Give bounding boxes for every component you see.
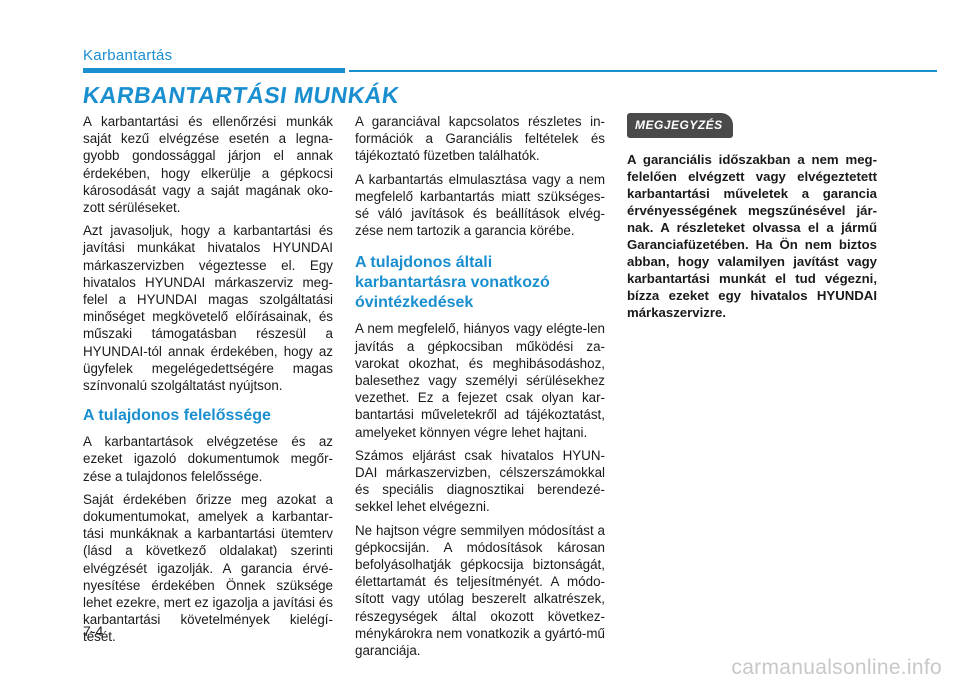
paragraph: A garanciával kapcsolatos részletes in-f… — [355, 114, 605, 164]
paragraph: Ne hajtson végre semmilyen módosítást a … — [355, 522, 605, 659]
header-rule-thin — [349, 70, 937, 72]
note-text: A garanciális időszakban a nem meg-felel… — [627, 152, 877, 321]
page-title: KARBANTARTÁSI MUNKÁK — [81, 82, 402, 108]
paragraph: Számos eljárást csak hivatalos HYUN-DAI … — [355, 447, 605, 515]
column-middle: A garanciával kapcsolatos részletes in-f… — [355, 113, 605, 665]
watermark: carmanualsonline.info — [731, 656, 942, 679]
section-label: Karbantartás — [83, 47, 173, 64]
header-rule-thick — [83, 68, 345, 73]
section-heading-owner-precautions: A tulajdonos általi karbantartásra vonat… — [355, 254, 550, 312]
section-heading-owner-responsibility: A tulajdonos felelőssége — [83, 407, 271, 425]
paragraph: A nem megfelelő, hiányos vagy elégte-len… — [355, 321, 605, 440]
paragraph: A karbantartások elvégzetése és az ezeke… — [83, 434, 333, 484]
column-right: MEGJEGYZÉS A garanciális időszakban a ne… — [627, 113, 877, 321]
paragraph: Azt javasoljuk, hogy a karbantartási és … — [83, 223, 333, 394]
paragraph: A karbantartási és ellenőrzési munkák sa… — [83, 114, 333, 216]
paragraph: A karbantartás elmulasztása vagy a nem m… — [355, 171, 605, 239]
column-left: A karbantartási és ellenőrzési munkák sa… — [83, 113, 333, 652]
paragraph: Saját érdekében őrizze meg azokat a doku… — [83, 491, 333, 645]
note-badge: MEGJEGYZÉS — [627, 113, 733, 139]
page-number: 7-4 — [83, 623, 104, 639]
